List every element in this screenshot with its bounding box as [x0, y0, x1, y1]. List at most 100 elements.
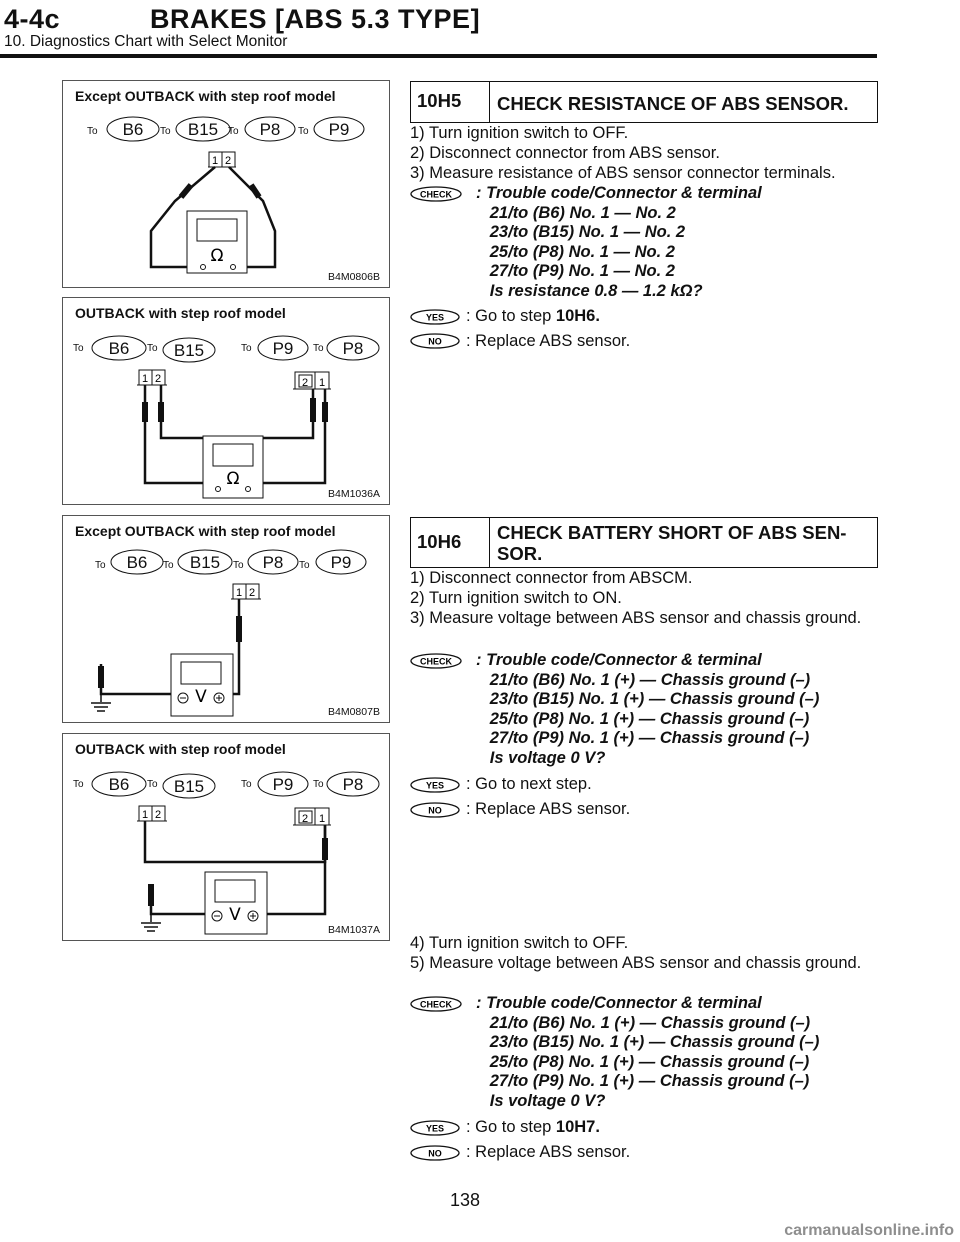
step-header-10h6: 10H6 CHECK BATTERY SHORT OF ABS SEN- SOR… [410, 517, 878, 568]
figure-id: B4M0806B [328, 271, 380, 283]
figure-id: B4M1036A [328, 488, 380, 500]
section-number: 4-4c [4, 4, 61, 34]
instruction: 1) Turn ignition switch to OFF. [410, 124, 629, 142]
connector-label: B15 [174, 341, 204, 360]
instruction: 2) Disconnect connector from ABS sensor. [410, 144, 720, 162]
yes-icon: YES [410, 1120, 460, 1136]
wiring-diagram: To To To To B6 B15 P9 P8 1 2 2 1 [73, 771, 380, 935]
watermark: carmanualsonline.info [784, 1222, 954, 1239]
connector-to-label: To [73, 779, 84, 790]
step-link[interactable]: 10H6. [555, 307, 600, 325]
connector-to-label: To [147, 779, 158, 790]
svg-text:YES: YES [426, 781, 444, 791]
check-criteria: : Trouble code/Connector & terminal 21/t… [476, 651, 820, 767]
connector-label: B6 [109, 775, 130, 794]
pin-label: 2 [155, 809, 161, 821]
connector-label: B15 [174, 777, 204, 796]
instruction: 5) Measure voltage between ABS sensor an… [410, 954, 862, 972]
figure-title: Except OUTBACK with step roof model [75, 523, 336, 539]
step-number: 10H5 [417, 90, 462, 111]
step-title-line: CHECK BATTERY SHORT OF ABS SEN- [497, 522, 847, 543]
connector-to-label: To [163, 560, 174, 571]
no-action: : Replace ABS sensor. [466, 1143, 631, 1161]
connector-label: B15 [190, 553, 220, 572]
pin-label: 1 [319, 377, 325, 389]
connector-to-label: To [87, 126, 98, 137]
connector-to-label: To [313, 779, 324, 790]
pin-label: 2 [249, 587, 255, 599]
connector-to-label: To [233, 560, 244, 571]
connector-label: P8 [343, 775, 364, 794]
step-number-cell: 10H5 [411, 82, 490, 122]
no-icon: NO [410, 802, 460, 818]
yes-action: : Go to step 10H7. [466, 1118, 600, 1136]
check-criteria: : Trouble code/Connector & terminal 21/t… [476, 994, 820, 1110]
connector-label: P9 [331, 553, 352, 572]
connector-label: P9 [273, 775, 294, 794]
pin-label: 1 [142, 373, 148, 385]
pin-label: 2 [302, 377, 308, 389]
figure-id: B4M0807B [328, 706, 380, 718]
figure-resistance-outback: OUTBACK with step roof model To To To To… [62, 297, 390, 505]
step-title: CHECK RESISTANCE OF ABS SENSOR. [497, 93, 849, 114]
connector-label: B15 [188, 120, 218, 139]
connector-label: B6 [127, 553, 148, 572]
check-icon: CHECK [410, 996, 462, 1012]
pin-label: 2 [155, 373, 161, 385]
yes-action: : Go to step 10H6. [466, 307, 600, 325]
meter-symbol: V [229, 905, 241, 925]
figure-title: OUTBACK with step roof model [75, 741, 286, 757]
connector-label: B6 [123, 120, 144, 139]
meter-symbol: Ω [227, 469, 240, 489]
pin-label: 1 [142, 809, 148, 821]
step-header-10h5: 10H5 CHECK RESISTANCE OF ABS SENSOR. [410, 81, 878, 123]
svg-text:YES: YES [426, 1124, 444, 1134]
section-title: BRAKES [ABS 5.3 TYPE] [150, 4, 481, 34]
figure-title: OUTBACK with step roof model [75, 305, 286, 321]
section-subtitle: 10. Diagnostics Chart with Select Monito… [4, 33, 288, 50]
step-title-line: SOR. [497, 543, 543, 564]
step-number: 10H6 [417, 531, 462, 552]
figure-resistance-standard: Except OUTBACK with step roof model To T… [62, 80, 390, 288]
instruction: 2) Turn ignition switch to ON. [410, 589, 622, 607]
no-action: : Replace ABS sensor. [466, 332, 631, 350]
step-number-cell: 10H6 [411, 518, 490, 567]
connector-to-label: To [299, 560, 310, 571]
yes-icon: YES [410, 777, 460, 793]
connector-to-label: To [95, 560, 106, 571]
instruction: 4) Turn ignition switch to OFF. [410, 934, 629, 952]
no-icon: NO [410, 333, 460, 349]
svg-text:CHECK: CHECK [420, 190, 453, 200]
figure-voltage-outback: OUTBACK with step roof model To To To To… [62, 733, 390, 941]
meter-symbol: V [195, 687, 207, 707]
check-icon: CHECK [410, 186, 462, 202]
pin-label: 2 [302, 813, 308, 825]
instruction: 3) Measure resistance of ABS sensor conn… [410, 164, 836, 182]
connector-to-label: To [241, 343, 252, 354]
instruction: 1) Disconnect connector from ABSCM. [410, 569, 693, 587]
wiring-diagram: To To To To B6 B15 P8 P9 1 2 Ω [87, 116, 365, 274]
meter-symbol: Ω [211, 246, 224, 266]
connector-label: P8 [343, 339, 364, 358]
wiring-diagram: To To To To B6 B15 P8 P9 1 2 [91, 549, 367, 717]
step-title: CHECK BATTERY SHORT OF ABS SEN- SOR. [497, 522, 846, 564]
figure-voltage-standard: Except OUTBACK with step roof model To T… [62, 515, 390, 723]
pin-label: 1 [212, 155, 218, 167]
step-link[interactable]: 10H7. [555, 1118, 600, 1136]
connector-label: P8 [263, 553, 284, 572]
figure-title: Except OUTBACK with step roof model [75, 88, 336, 104]
check-criteria: : Trouble code/Connector & terminal 21/t… [476, 184, 762, 300]
svg-text:CHECK: CHECK [420, 1000, 453, 1010]
check-icon: CHECK [410, 653, 462, 669]
yes-action: : Go to next step. [466, 775, 592, 793]
figure-id: B4M1037A [328, 924, 380, 936]
svg-text:NO: NO [428, 806, 442, 816]
instruction: 3) Measure voltage between ABS sensor an… [410, 609, 862, 627]
pin-label: 1 [319, 813, 325, 825]
connector-to-label: To [160, 126, 171, 137]
no-icon: NO [410, 1145, 460, 1161]
svg-text:NO: NO [428, 337, 442, 347]
no-action: : Replace ABS sensor. [466, 800, 631, 818]
page-number: 138 [450, 1190, 481, 1210]
connector-to-label: To [147, 343, 158, 354]
